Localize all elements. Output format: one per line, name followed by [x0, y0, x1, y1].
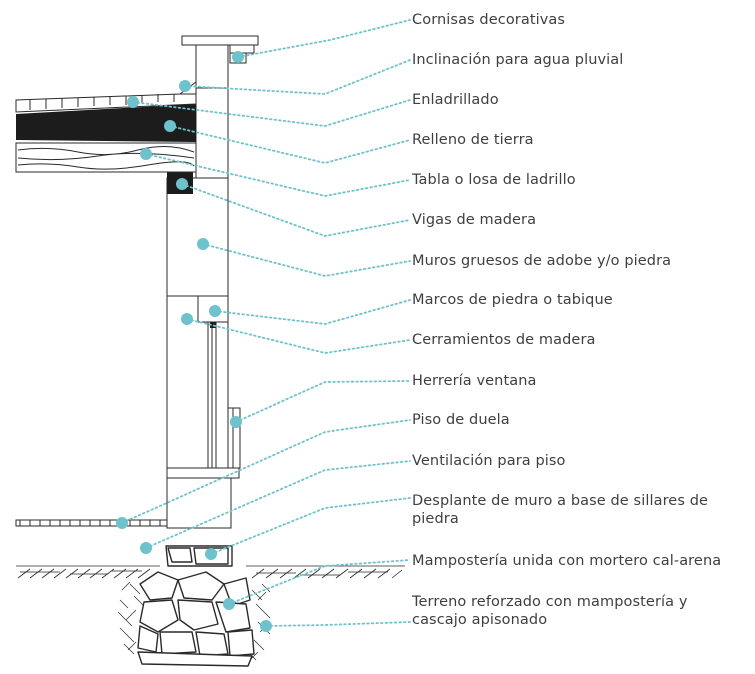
dot-tabla: [140, 148, 152, 160]
label-relleno: Relleno de tierra: [412, 132, 534, 148]
label-cornisas: Cornisas decorativas: [412, 12, 566, 28]
dot-relleno: [164, 120, 176, 132]
callout-dots: [116, 51, 272, 632]
label-mamposteria: Mampostería unida con mortero cal-arena: [412, 553, 722, 569]
label-enladrillado: Enladrillado: [412, 92, 499, 108]
label-inclinacion: Inclinación para agua pluvial: [412, 52, 624, 68]
label-ventilacion: Ventilación para piso: [412, 453, 566, 469]
dot-vigas: [176, 178, 188, 190]
ground-hatch: [16, 565, 405, 579]
label-cerramientos: Cerramientos de madera: [412, 332, 596, 348]
label-tabla: Tabla o losa de ladrillo: [412, 172, 576, 188]
dot-cerramientos: [181, 313, 193, 325]
leader-lines: [121, 19, 411, 627]
floor-duela: [15, 519, 169, 527]
dot-piso: [116, 517, 128, 529]
label-muros: Muros gruesos de adobe y/o piedra: [412, 253, 672, 269]
adobe-wall: [166, 35, 259, 529]
dot-enladrillado: [127, 96, 139, 108]
dot-cornisas: [232, 51, 244, 63]
label-piso: Piso de duela: [412, 412, 510, 428]
dot-inclinacion: [179, 80, 191, 92]
foundation-stones: [137, 545, 255, 667]
label-vigas: Vigas de madera: [412, 212, 537, 228]
dot-muros: [197, 238, 209, 250]
label-terreno: Terreno reforzado con mampostería y casc…: [412, 594, 688, 628]
dot-marcos: [209, 305, 221, 317]
label-marcos: Marcos de piedra o tabique: [412, 292, 613, 308]
label-herreria: Herrería ventana: [412, 373, 537, 389]
label-desplante: Desplante de muro a base de sillares de …: [412, 493, 709, 527]
dot-mamposteria: [223, 598, 235, 610]
dot-herreria: [230, 416, 242, 428]
dot-terreno: [260, 620, 272, 632]
dot-desplante: [205, 548, 217, 560]
dot-ventilacion: [140, 542, 152, 554]
